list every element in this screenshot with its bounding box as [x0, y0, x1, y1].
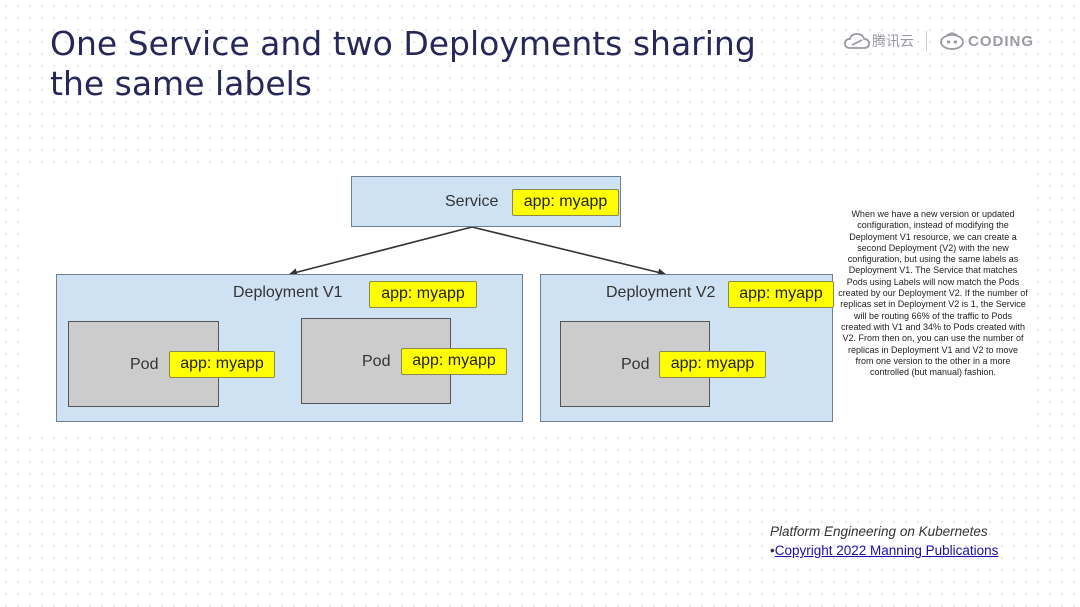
book-title: Platform Engineering on Kubernetes: [770, 524, 988, 539]
deployment-v2-label: Deployment V2: [606, 284, 716, 301]
tencent-cloud-logo-text: 腾讯云: [872, 33, 914, 49]
coding-logo-text: CODING: [968, 32, 1034, 50]
slide-title: One Service and two Deployments sharing …: [50, 24, 810, 104]
slide-title-line-2: the same labels: [50, 64, 313, 103]
source-credit: Platform Engineering on Kubernetes •Copy…: [770, 522, 998, 560]
deployment-v1-label-tag: app: myapp: [369, 281, 477, 308]
logo-divider: [926, 31, 927, 51]
slide-title-line-1: One Service and two Deployments sharing: [50, 24, 756, 63]
arrow-service-to-deployment-v2: [471, 226, 666, 277]
pod-label: Pod: [362, 353, 391, 370]
pod-label: Pod: [621, 356, 650, 373]
service-label: Service: [445, 193, 499, 210]
cloud-icon: [844, 33, 870, 49]
bullet-mark: •: [770, 543, 775, 558]
diagram-description: When we have a new version or updated co…: [838, 209, 1028, 378]
coding-mascot-icon: [940, 32, 964, 50]
deployment-v2-label-tag: app: myapp: [728, 281, 834, 308]
tencent-cloud-logo: 腾讯云: [844, 31, 914, 51]
pod-label: Pod: [130, 356, 159, 373]
coding-logo: CODING: [939, 32, 1034, 50]
deployment-v1-label: Deployment V1: [233, 284, 343, 301]
arrow-service-to-deployment-v1: [289, 226, 473, 277]
brand-logos: 腾讯云 CODING: [844, 30, 1034, 52]
copyright-line: •Copyright 2022 Manning Publications: [770, 541, 998, 560]
service-label-tag: app: myapp: [512, 189, 619, 216]
pod-label-tag: app: myapp: [401, 348, 507, 375]
copyright-link[interactable]: Copyright 2022 Manning Publications: [774, 543, 999, 558]
pod-label-tag: app: myapp: [169, 351, 275, 378]
pod-label-tag: app: myapp: [659, 351, 766, 378]
